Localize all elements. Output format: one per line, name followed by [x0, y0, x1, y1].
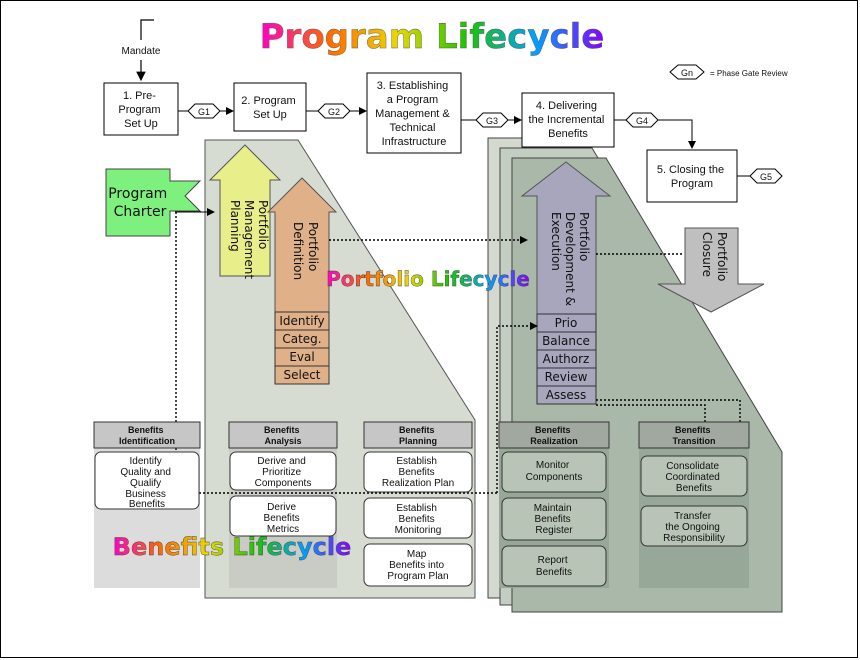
benefit-item-establish-monitoring-label: Establish Benefits Monitoring	[395, 503, 442, 536]
step-2-label: 2. Program Set Up	[241, 95, 298, 121]
execution-step-review-label: Review	[545, 370, 588, 384]
benefits-analysis-header-label: Benefits Analysis	[264, 425, 302, 446]
gate-g4-label: G4	[636, 116, 648, 126]
benefit-item-maintain-register[interactable]	[501, 497, 607, 541]
gate-g3-label: G3	[486, 116, 498, 126]
gate-g5[interactable]: G5	[749, 168, 783, 184]
benefits-identification-header-label: Benefits Identification	[119, 425, 175, 446]
portfolio-definition-arrow[interactable]	[266, 177, 338, 313]
benefits-planning-header-label: Benefits Planning	[399, 425, 437, 446]
portfolio-development-arrow[interactable]	[520, 161, 612, 315]
benefit-item-establish-monitoring[interactable]	[363, 497, 473, 539]
step-2-box[interactable]	[233, 82, 307, 132]
execution-steps: Prio Balance Authorz Review Assess	[536, 313, 597, 405]
benefit-item-monitor-components[interactable]	[501, 451, 607, 493]
benefit-item-report-benefits-label: Report Benefits	[536, 555, 572, 578]
benefits-transition-header	[638, 421, 750, 449]
benefits-identification-header	[93, 421, 201, 449]
portfolio-closure-label: Portfolio Closure	[700, 232, 729, 285]
benefits-planning-header	[363, 421, 473, 449]
benefits-lifecycle-label: Benefits Lifecycle	[113, 533, 352, 561]
legend-text: = Phase Gate Review	[710, 69, 788, 78]
gate-g2[interactable]: G2	[317, 103, 351, 119]
execution-step-authorz-label: Authorz	[543, 352, 590, 366]
step-4-label: 4. Delivering the Incremental Benefits	[529, 100, 608, 140]
gate-g2-label: G2	[328, 107, 340, 117]
benefits-analysis-header	[228, 421, 338, 449]
legend-gate-icon	[669, 64, 705, 80]
definition-step-eval-label: Eval	[289, 350, 314, 364]
legend-gate-label: Gn	[681, 68, 693, 78]
gate-g1[interactable]: G1	[187, 103, 221, 119]
step-1-label: 1. Pre- Program Set Up	[118, 90, 163, 130]
portfolio-development-label: Portfolio Development & Execution	[549, 212, 591, 310]
execution-step-prio-label: Prio	[555, 316, 578, 330]
program-charter-label: Program Charter	[108, 186, 172, 220]
portfolio-management-planning-label: Portfolio Management Planning	[228, 200, 270, 283]
gate-g1-label: G1	[198, 107, 210, 117]
diagram-title: Program Lifecycle	[260, 17, 605, 57]
definition-step-categ-label: Categ.	[282, 332, 321, 346]
benefit-item-identify-quality-label: Identify Quality and Qualify Business Be…	[120, 456, 173, 510]
benefits-realization-header	[498, 421, 610, 449]
step-1-box[interactable]	[103, 82, 179, 136]
portfolio-definition-label: Portfolio Definition	[291, 222, 320, 280]
benefit-item-establish-realization-plan-label: Establish Benefits Realization Plan	[382, 456, 454, 489]
gate-g4[interactable]: G4	[625, 112, 659, 128]
dotted-realization-loop	[496, 325, 530, 493]
step-5-label: 5. Closing the Program	[657, 164, 727, 190]
execution-step-balance-label: Balance	[542, 334, 590, 348]
execution-step-assess-label: Assess	[546, 388, 587, 402]
dotted-arrowhead-realization	[530, 322, 538, 330]
program-charter-arrow[interactable]	[105, 168, 202, 237]
benefit-item-derive-prioritize-label: Derive and Prioritize Components	[255, 456, 312, 489]
benefit-item-consolidate[interactable]	[640, 455, 748, 497]
benefit-item-derive-metrics-label: Derive Benefits Metrics	[264, 502, 303, 535]
portfolio-management-planning-arrow[interactable]	[208, 144, 282, 277]
benefit-item-identify-quality[interactable]	[94, 451, 200, 510]
portfolio-closure-arrow[interactable]	[657, 227, 765, 313]
benefit-item-establish-realization-plan[interactable]	[363, 451, 473, 493]
benefit-item-map-benefits[interactable]	[363, 543, 473, 587]
benefit-item-report-benefits[interactable]	[501, 545, 607, 587]
definition-steps: Identify Categ. Eval Select	[274, 311, 330, 385]
gate-g3[interactable]: G3	[475, 112, 509, 128]
step-4-box[interactable]	[521, 92, 615, 148]
benefits-transition-header-label: Benefits Transition	[672, 425, 715, 446]
portfolio-lifecycle-label: Portfolio Lifecycle	[326, 267, 530, 291]
benefit-item-maintain-register-label: Maintain Benefits Register	[534, 503, 575, 536]
step-3-box[interactable]	[366, 72, 462, 154]
connector-g4-step5	[658, 119, 696, 149]
mandate-label: Mandate	[122, 46, 161, 57]
benefits-realization-header-label: Benefits Realization	[530, 425, 578, 446]
definition-step-identify-label: Identify	[279, 314, 324, 328]
benefit-headers: Benefits Identification Benefits Analysi…	[93, 421, 750, 449]
benefit-item-monitor-components-label: Monitor Components	[526, 460, 583, 483]
step-5-box[interactable]	[646, 149, 738, 203]
benefit-item-map-benefits-label: Map Benefits into Program Plan	[387, 549, 448, 582]
definition-step-select-label: Select	[283, 368, 320, 382]
step-3-label: 3. Establishing a Program Management & T…	[375, 80, 453, 148]
mandate-bracket	[140, 19, 154, 40]
benefit-item-derive-metrics[interactable]	[229, 495, 337, 537]
definition-step-select[interactable]	[274, 365, 330, 385]
gate-g5-label: G5	[760, 172, 772, 182]
benefit-item-transfer-label: Transfer the Ongoing Responsibility	[663, 511, 725, 544]
benefit-items: Identify Quality and Qualify Business Be…	[94, 451, 748, 587]
benefit-item-consolidate-label: Consolidate Coordinated Benefits	[665, 461, 722, 494]
benefit-item-derive-prioritize[interactable]	[229, 451, 337, 491]
benefit-item-transfer[interactable]	[640, 505, 748, 547]
execution-step-assess[interactable]	[536, 385, 597, 405]
dotted-arrowhead-development	[520, 236, 528, 244]
